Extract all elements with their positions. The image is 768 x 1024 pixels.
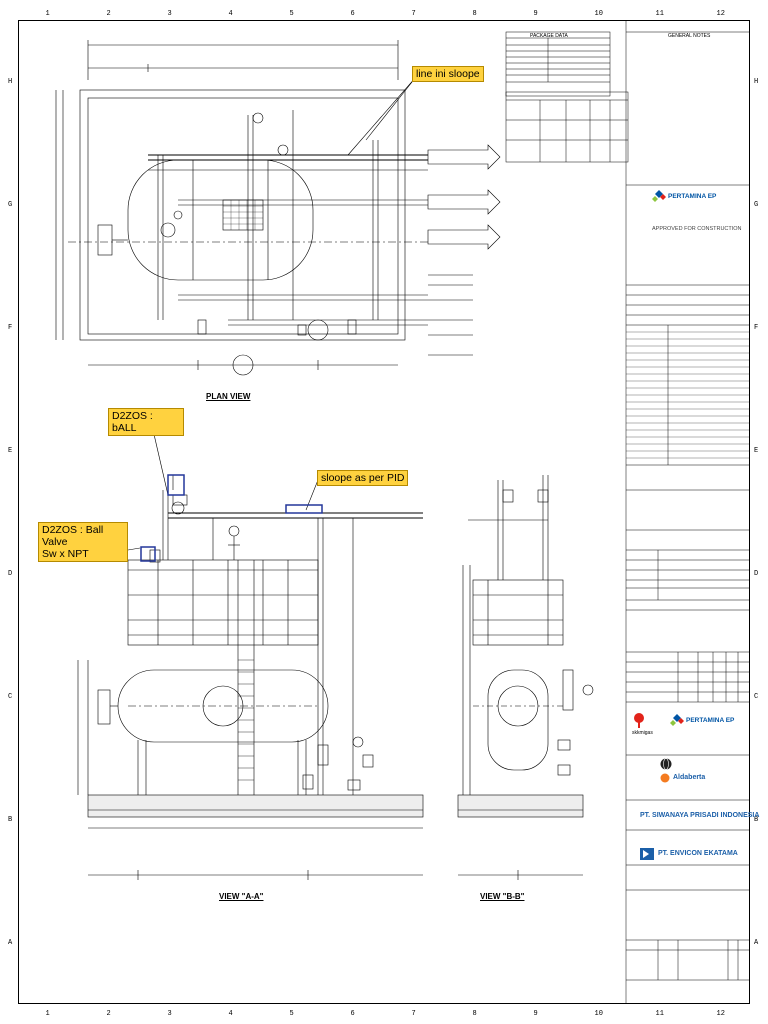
grid-number: 6: [350, 1010, 355, 1018]
grid-letter: F: [8, 323, 13, 332]
pertamina-ep-text: PERTAMINA EP: [668, 193, 717, 200]
grid-number: 12: [716, 1010, 725, 1018]
drawing-frame: [18, 20, 750, 1004]
siwanaya-name: PT. SIWANAYA PRISADI INDONESIA: [640, 812, 760, 819]
approved-for-construction: APPROVED FOR CONSTRUCTION: [652, 226, 742, 232]
grid-number: 5: [289, 10, 294, 18]
grid-number: 7: [411, 1010, 416, 1018]
grid-number: 11: [655, 1010, 664, 1018]
grid-letter: C: [754, 692, 759, 701]
envicon-icon: [640, 848, 654, 860]
callout-line-slope: line ini sloope: [412, 66, 484, 82]
skkmigas-text: skkmigas: [632, 730, 653, 736]
grid-letter: F: [754, 323, 759, 332]
grid-number: 3: [167, 10, 172, 18]
grid-letter: H: [754, 77, 759, 86]
grid-letter: A: [754, 938, 759, 947]
general-notes-header: GENERAL NOTES: [668, 33, 711, 39]
envicon-name: PT. ENVICON EKATAMA: [658, 850, 738, 857]
grid-number: 10: [594, 1010, 603, 1018]
grid-number: 4: [228, 10, 233, 18]
grid-number: 12: [716, 10, 725, 18]
callout-d2zos-ball: D2ZOS : bALL: [108, 408, 184, 436]
grid-number: 3: [167, 1010, 172, 1018]
grid-letter: A: [8, 938, 13, 947]
callout-slope-pid: sloope as per PID: [317, 470, 409, 486]
envicon-logo: PT. ENVICON EKATAMA: [640, 848, 740, 862]
grid-number: 9: [533, 10, 538, 18]
grid-number: 5: [289, 1010, 294, 1018]
view-b-label: VIEW "B-B": [480, 892, 525, 901]
pertamina-ep-text-2: PERTAMINA EP: [686, 717, 735, 724]
grid-number: 1: [45, 10, 50, 18]
callout-d2zos-valve: D2ZOS : Ball Valve Sw x NPT: [38, 522, 128, 562]
skkmigas-icon: [634, 713, 644, 728]
grid-number: 7: [411, 10, 416, 18]
grid-letter: C: [8, 692, 13, 701]
pertamina-emblem-icon-2: [670, 714, 684, 726]
pertamina-emblem-icon: [652, 190, 666, 202]
grid-number: 4: [228, 1010, 233, 1018]
grid-number: 2: [106, 10, 111, 18]
piping-drawing: [55, 20, 750, 1004]
view-a-label: VIEW "A-A": [219, 892, 264, 901]
grid-number: 6: [350, 10, 355, 18]
grid-letter: G: [8, 200, 13, 209]
grid-number: 8: [472, 1010, 477, 1018]
grid-letter: G: [754, 200, 759, 209]
grid-number: 11: [655, 10, 664, 18]
grid-letter: H: [8, 77, 13, 86]
grid-number: 1: [45, 1010, 50, 1018]
grid-letter: D: [754, 569, 759, 578]
grid-letter: E: [8, 446, 13, 455]
aldaberta-logo: Aldaberta: [660, 758, 740, 784]
callout-d2zos-valve-line2: Sw x NPT: [42, 548, 89, 560]
client-logos: skkmigas PERTAMINA EP: [632, 712, 742, 738]
package-data-header: PACKAGE DATA: [530, 33, 568, 39]
grid-letter: E: [754, 446, 759, 455]
grid-number: 2: [106, 1010, 111, 1018]
grid-letter: B: [754, 815, 759, 824]
pertamina-logo-top: PERTAMINA EP: [652, 190, 742, 204]
grid-number: 10: [594, 10, 603, 18]
plan-view-label: PLAN VIEW: [206, 392, 251, 401]
grid-letter: D: [8, 569, 13, 578]
grid-letter: B: [8, 815, 13, 824]
globe-icon: [660, 758, 672, 770]
grid-number: 8: [472, 10, 477, 18]
grid-number: 9: [533, 1010, 538, 1018]
callout-d2zos-valve-line1: D2ZOS : Ball Valve: [42, 524, 104, 548]
aldaberta-icon: [660, 773, 670, 783]
aldaberta-text: Aldaberta: [673, 774, 706, 781]
